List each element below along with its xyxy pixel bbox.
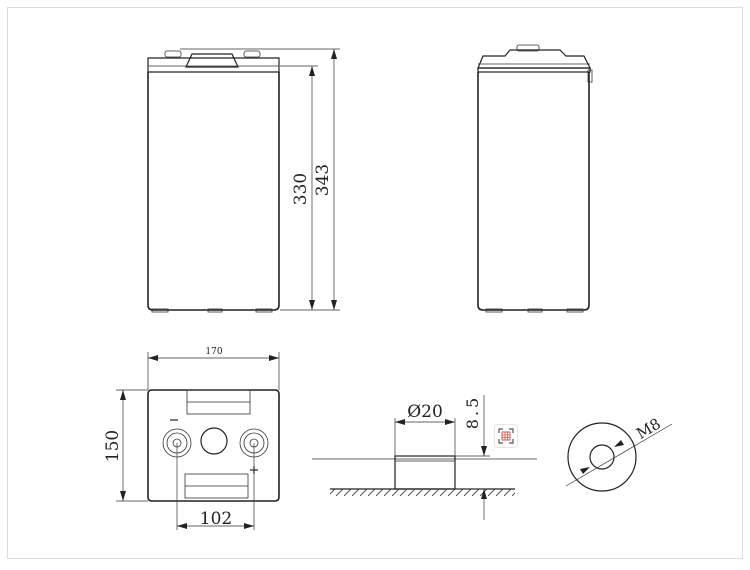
dimension-diameter: Ø20 xyxy=(394,402,456,456)
dimension-170: 170 xyxy=(147,347,280,390)
scan-icon xyxy=(498,428,514,444)
dim-150-label: 150 xyxy=(103,430,123,462)
dimension-330: 330 xyxy=(280,65,318,311)
dim-8-5-label: 8.5 xyxy=(463,395,482,429)
dimension-102: 102 xyxy=(176,443,255,530)
top-view xyxy=(147,389,280,502)
dim-330-label: 330 xyxy=(291,173,311,205)
dim-102-label: 102 xyxy=(200,509,232,529)
drawing-border xyxy=(7,7,743,559)
thread-detail: M8 xyxy=(565,415,673,492)
side-view xyxy=(477,44,593,313)
dimension-150: 150 xyxy=(103,389,148,502)
dim-343-label: 343 xyxy=(313,164,333,196)
dimension-8-5: 8.5 xyxy=(455,395,490,520)
front-view xyxy=(147,50,280,313)
dim-thread-label: M8 xyxy=(633,415,664,443)
terminal-detail xyxy=(312,455,537,496)
image-scan-button[interactable] xyxy=(494,424,518,448)
dim-170-label: 170 xyxy=(205,347,222,357)
dim-diameter-label: Ø20 xyxy=(407,402,443,422)
dimension-343: 343 xyxy=(180,48,340,311)
